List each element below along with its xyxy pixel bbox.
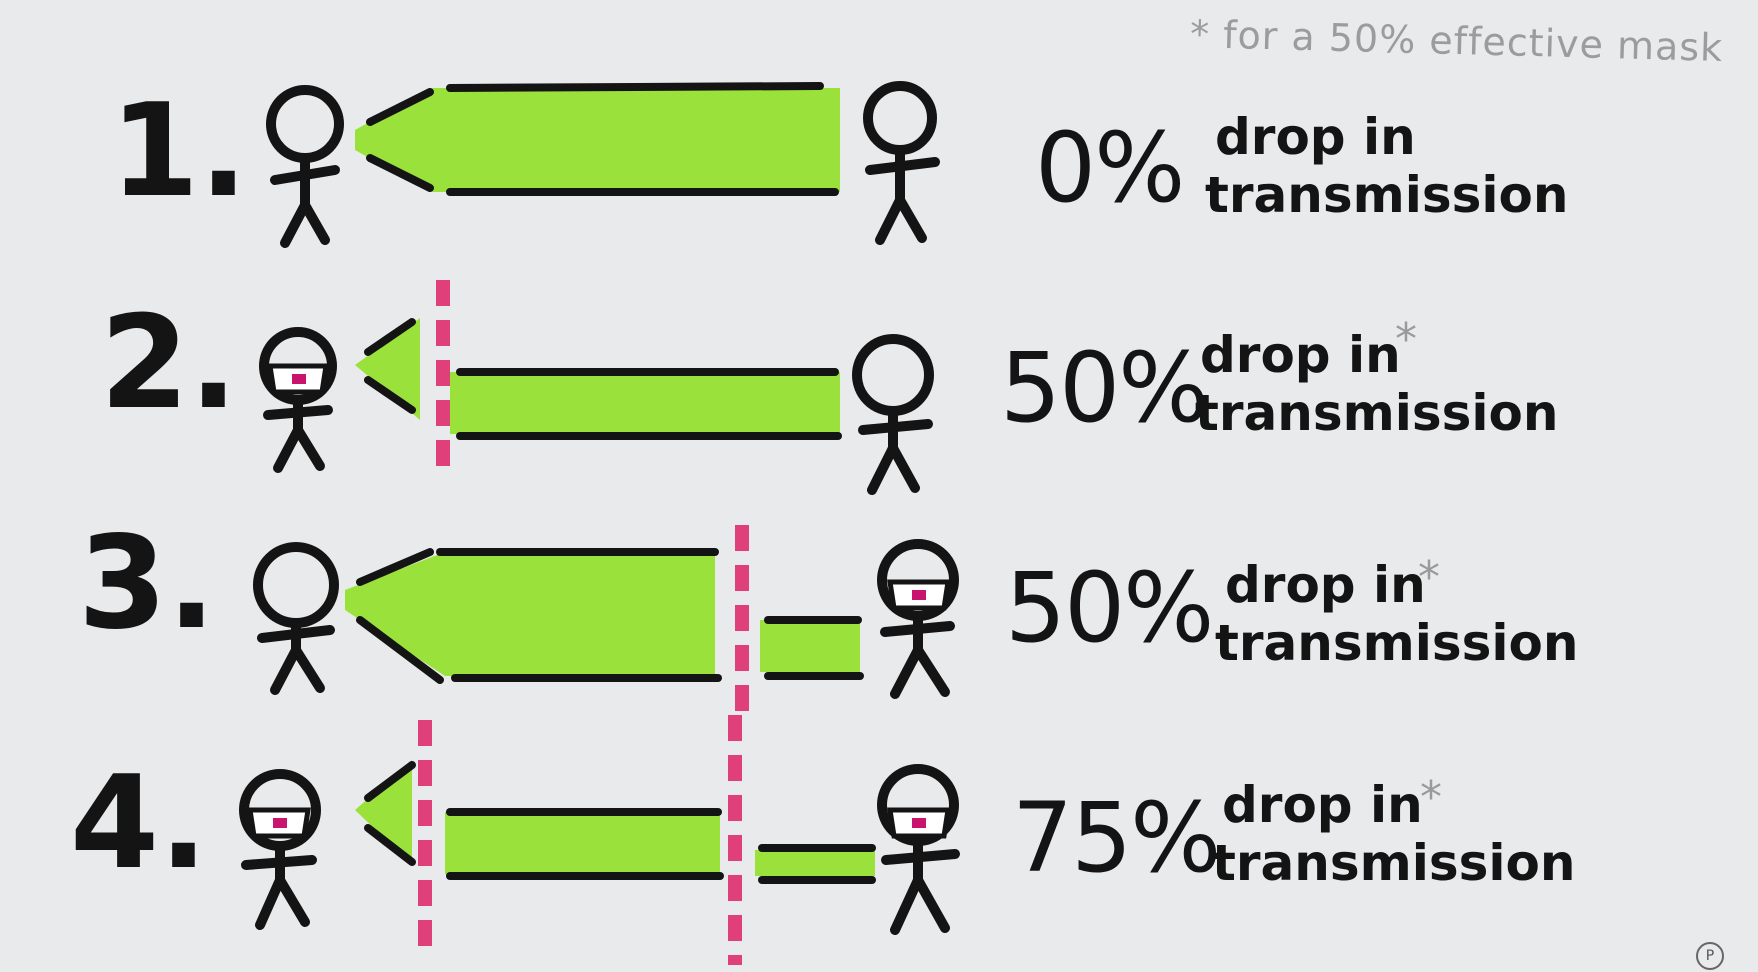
row-2-diagram <box>259 280 934 495</box>
percent-label: 50% <box>1000 332 1209 444</box>
masked-stick-figure-icon <box>259 327 337 473</box>
transmission-label: transmission <box>1215 614 1579 672</box>
masked-stick-figure-icon <box>877 539 959 699</box>
drop-label: drop in <box>1222 776 1423 834</box>
row-1-diagram <box>266 81 940 248</box>
spray-cone <box>355 760 412 865</box>
row-number: 1. <box>110 77 248 226</box>
row-number: 4. <box>70 749 208 898</box>
drop-label: drop in <box>1225 556 1426 614</box>
spray-cone <box>345 552 715 676</box>
stick-figure-icon <box>266 85 344 248</box>
spray-cone <box>355 88 840 192</box>
asterisk: * <box>1395 314 1417 365</box>
transmission-label: transmission <box>1212 834 1576 892</box>
masked-stick-figure-icon <box>877 764 960 935</box>
asterisk: * <box>1418 552 1440 603</box>
percent-label: 50% <box>1005 552 1214 664</box>
drop-label: drop in <box>1200 326 1401 384</box>
spray-stream <box>445 812 720 874</box>
drop-label: drop in <box>1215 108 1416 166</box>
logo-icon: P <box>1696 942 1724 970</box>
percent-label: 0% <box>1035 112 1185 224</box>
transmission-label: transmission <box>1195 384 1559 442</box>
percent-label: 75% <box>1012 782 1221 894</box>
stick-figure-icon <box>852 334 934 495</box>
spray-stream <box>755 850 875 876</box>
spray-stream <box>450 372 840 434</box>
asterisk: * <box>1420 772 1442 823</box>
row-number: 3. <box>78 509 216 658</box>
row-3-diagram <box>253 525 959 720</box>
transmission-label: transmission <box>1205 166 1569 224</box>
stick-figure-icon <box>863 81 940 245</box>
stick-figure-icon <box>253 542 339 695</box>
row-number: 2. <box>100 289 238 438</box>
spray-cone <box>355 318 420 420</box>
masked-stick-figure-icon <box>239 769 321 930</box>
spray-stream <box>760 620 860 672</box>
row-4-diagram <box>239 715 960 965</box>
